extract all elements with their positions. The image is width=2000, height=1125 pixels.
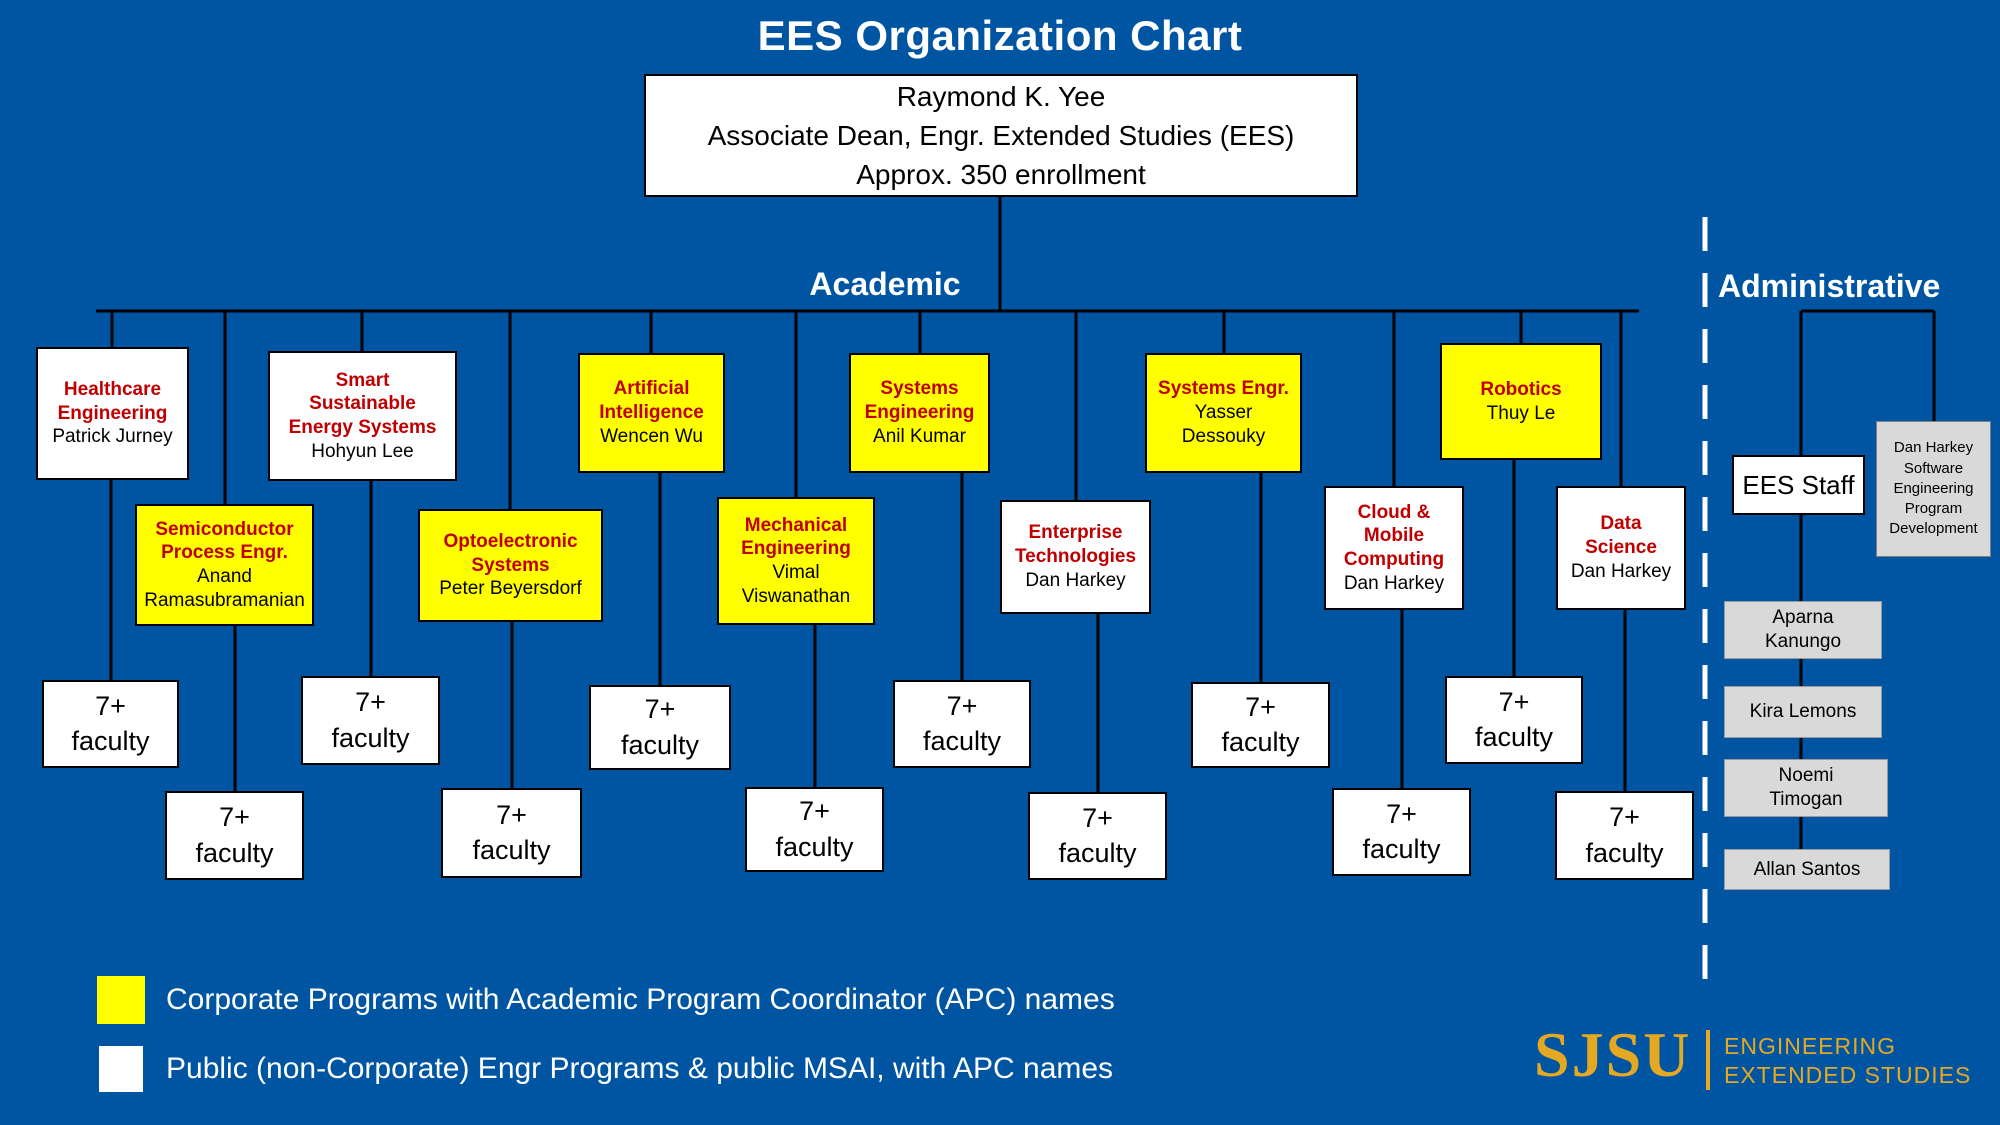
program-title: Enterprise Technologies [1014, 522, 1137, 568]
program-box-optoelectronic-systems: Optoelectronic Systems Peter Beyersdorf [418, 509, 603, 622]
program-apc-name: Hohyun Lee [311, 440, 414, 462]
program-apc-name: Vimal Viswanathan [741, 562, 851, 607]
dean-box: Raymond K. Yee Associate Dean, Engr. Ext… [644, 74, 1358, 197]
program-title: Smart Sustainable Energy Systems [288, 369, 437, 439]
program-title: Cloud & Mobile Computing [1343, 501, 1445, 571]
program-title: Healthcare Engineering [57, 378, 168, 424]
logo-caption-line2: EXTENDED STUDIES [1724, 1061, 1972, 1088]
logo-divider-bar [1706, 1030, 1710, 1090]
program-apc-name: Thuy Le [1486, 402, 1556, 424]
faculty-count-box: 7+ faculty [441, 788, 582, 878]
administrative-section-label: Administrative [1718, 268, 1941, 304]
faculty-count-box: 7+ faculty [42, 680, 179, 768]
faculty-count-box: 7+ faculty [745, 787, 884, 872]
program-title: Data Science [1585, 513, 1657, 559]
program-apc-name: Wencen Wu [600, 425, 703, 447]
program-apc-name: Dan Harkey [1025, 569, 1126, 591]
program-apc-name: Dan Harkey [1343, 572, 1445, 594]
program-box-data-science: Data Science Dan Harkey [1556, 486, 1686, 610]
faculty-count-box: 7+ faculty [893, 680, 1031, 768]
program-box-artificial-intelligence: Artificial Intelligence Wencen Wu [578, 353, 725, 473]
dean-role: Associate Dean, Engr. Extended Studies (… [707, 119, 1295, 151]
program-box-smart-sustainable-energy: Smart Sustainable Energy Systems Hohyun … [268, 351, 457, 481]
chart-title: EES Organization Chart [757, 12, 1243, 59]
legend-swatch-corporate [97, 976, 145, 1024]
program-apc-name: Dan Harkey [1570, 560, 1672, 582]
logo-caption: ENGINEERING EXTENDED STUDIES [1724, 1032, 1971, 1090]
program-title: Optoelectronic Systems [443, 530, 578, 576]
faculty-count-box: 7+ faculty [1028, 792, 1167, 880]
program-box-robotics: Robotics Thuy Le [1440, 343, 1602, 460]
sjsu-logo: SJSU [1534, 1019, 1692, 1090]
faculty-count-box: 7+ faculty [1445, 676, 1583, 764]
program-title: Robotics [1480, 378, 1562, 400]
software-engineering-program-development-box: Dan Harkey Software Engineering Program … [1876, 421, 1991, 557]
program-box-systems-engineering: Systems Engineering Anil Kumar [849, 353, 990, 473]
legend-swatch-public [99, 1046, 143, 1092]
staff-member: Noemi Timogan [1724, 759, 1888, 817]
program-title: Artificial Intelligence [599, 378, 704, 424]
academic-section-label: Academic [809, 266, 961, 302]
program-title: Systems Engineering [864, 378, 975, 424]
program-title: Semiconductor Process Engr. [155, 518, 294, 564]
program-box-semiconductor-process: Semiconductor Process Engr. Anand Ramasu… [135, 504, 314, 626]
legend-label-corporate: Corporate Programs with Academic Program… [166, 983, 1115, 1016]
ees-staff-box: EES Staff [1732, 455, 1865, 515]
staff-member: Kira Lemons [1724, 686, 1882, 738]
program-apc-name: Patrick Jurney [52, 426, 173, 448]
faculty-count-box: 7+ faculty [1191, 682, 1330, 768]
faculty-count-box: 7+ faculty [589, 685, 731, 770]
program-title: Mechanical Engineering [741, 514, 851, 560]
faculty-count-box: 7+ faculty [1555, 791, 1694, 880]
faculty-count-box: 7+ faculty [1332, 788, 1471, 876]
faculty-count-box: 7+ faculty [301, 676, 440, 765]
program-box-cloud-mobile-computing: Cloud & Mobile Computing Dan Harkey [1324, 486, 1464, 610]
program-box-systems-engr: Systems Engr. Yasser Dessouky [1145, 353, 1302, 473]
staff-member: Allan Santos [1724, 849, 1890, 890]
program-box-enterprise-technologies: Enterprise Technologies Dan Harkey [1000, 500, 1151, 614]
program-title: Systems Engr. [1158, 378, 1289, 400]
dean-name: Raymond K. Yee [896, 80, 1106, 112]
program-apc-name: Yasser Dessouky [1181, 402, 1266, 447]
logo-caption-line1: ENGINEERING [1724, 1033, 1897, 1059]
staff-member: Aparna Kanungo [1724, 601, 1882, 659]
dean-enrollment: Approx. 350 enrollment [856, 159, 1146, 191]
faculty-count-box: 7+ faculty [165, 791, 304, 880]
program-box-mechanical-engineering: Mechanical Engineering Vimal Viswanathan [717, 497, 875, 625]
program-box-healthcare-engineering: Healthcare Engineering Patrick Jurney [36, 347, 189, 480]
legend-label-public: Public (non-Corporate) Engr Programs & p… [166, 1052, 1114, 1085]
program-apc-name: Anil Kumar [873, 425, 966, 447]
program-apc-name: Peter Beyersdorf [439, 578, 582, 600]
program-apc-name: Anand Ramasubramanian [144, 566, 305, 611]
